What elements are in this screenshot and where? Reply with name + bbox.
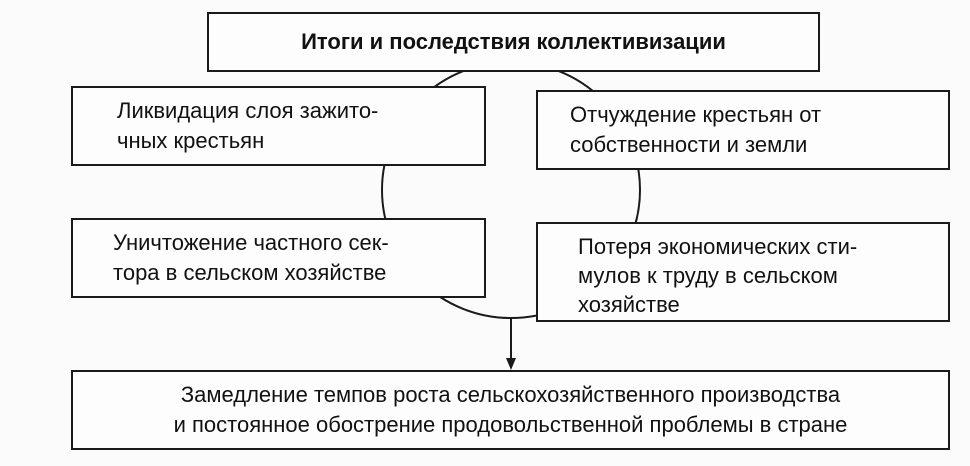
- box-alienation-from-property: Отчуждение крестьян от собственности и з…: [536, 90, 950, 170]
- box-destruction-private-sector: Уничтожение частного сек- тора в сельско…: [71, 218, 486, 298]
- box-text-line: и постоянное обострение продовольственно…: [173, 412, 848, 437]
- box-text-line: Потеря экономических сти-: [578, 234, 858, 259]
- box-text-line: Отчуждение крестьян от: [570, 102, 822, 127]
- box-text-line: чных крестьян: [117, 128, 265, 153]
- box-liquidation-wealthy-peasants: Ликвидация слоя зажито- чных крестьян: [71, 86, 486, 166]
- box-text-line: Уничтожение частного сек-: [113, 230, 389, 255]
- box-text-line: хозяйстве: [578, 292, 680, 317]
- box-text-line: Ликвидация слоя зажито-: [117, 98, 379, 123]
- box-text-line: тора в сельском хозяйстве: [113, 260, 387, 285]
- box-result-slowdown: Замедление темпов роста сельскохозяйстве…: [71, 370, 950, 450]
- box-text-line: Замедление темпов роста сельскохозяйстве…: [180, 382, 841, 407]
- diagram-title: Итоги и последствия коллективизации: [301, 29, 726, 54]
- box-text-line: мулов к труду в сельском: [578, 263, 838, 288]
- box-loss-economic-incentives: Потеря экономических сти- мулов к труду …: [536, 222, 950, 322]
- title-box: Итоги и последствия коллективизации: [207, 12, 820, 72]
- box-text-line: собственности и земли: [570, 132, 808, 157]
